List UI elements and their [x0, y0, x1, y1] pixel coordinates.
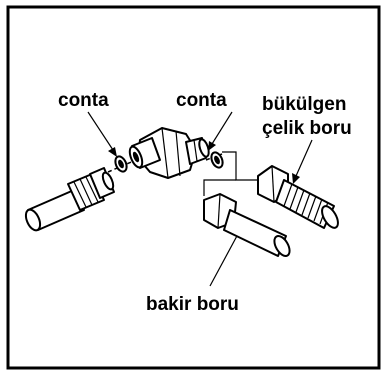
right-gasket — [210, 151, 224, 169]
label-flexible-steel-pipe-line1: bükülgen — [262, 94, 346, 115]
flexible-steel-pipe — [257, 165, 339, 229]
left-gasket — [114, 155, 128, 173]
left-pipe-fitting — [24, 167, 115, 232]
leader-gasket-left — [87, 111, 117, 157]
alternative-connection-bracket — [203, 151, 262, 196]
label-gasket-left: conta — [58, 90, 109, 111]
leader-gasket-right — [208, 111, 233, 151]
label-flexible-steel-pipe-line2: çelik boru — [262, 118, 352, 139]
leader-flexible-steel-pipe — [292, 139, 313, 184]
copper-pipe — [203, 193, 291, 257]
label-gasket-right: conta — [176, 90, 227, 111]
label-copper-pipe: bakir boru — [146, 294, 239, 315]
elbow-fitting — [128, 127, 210, 179]
